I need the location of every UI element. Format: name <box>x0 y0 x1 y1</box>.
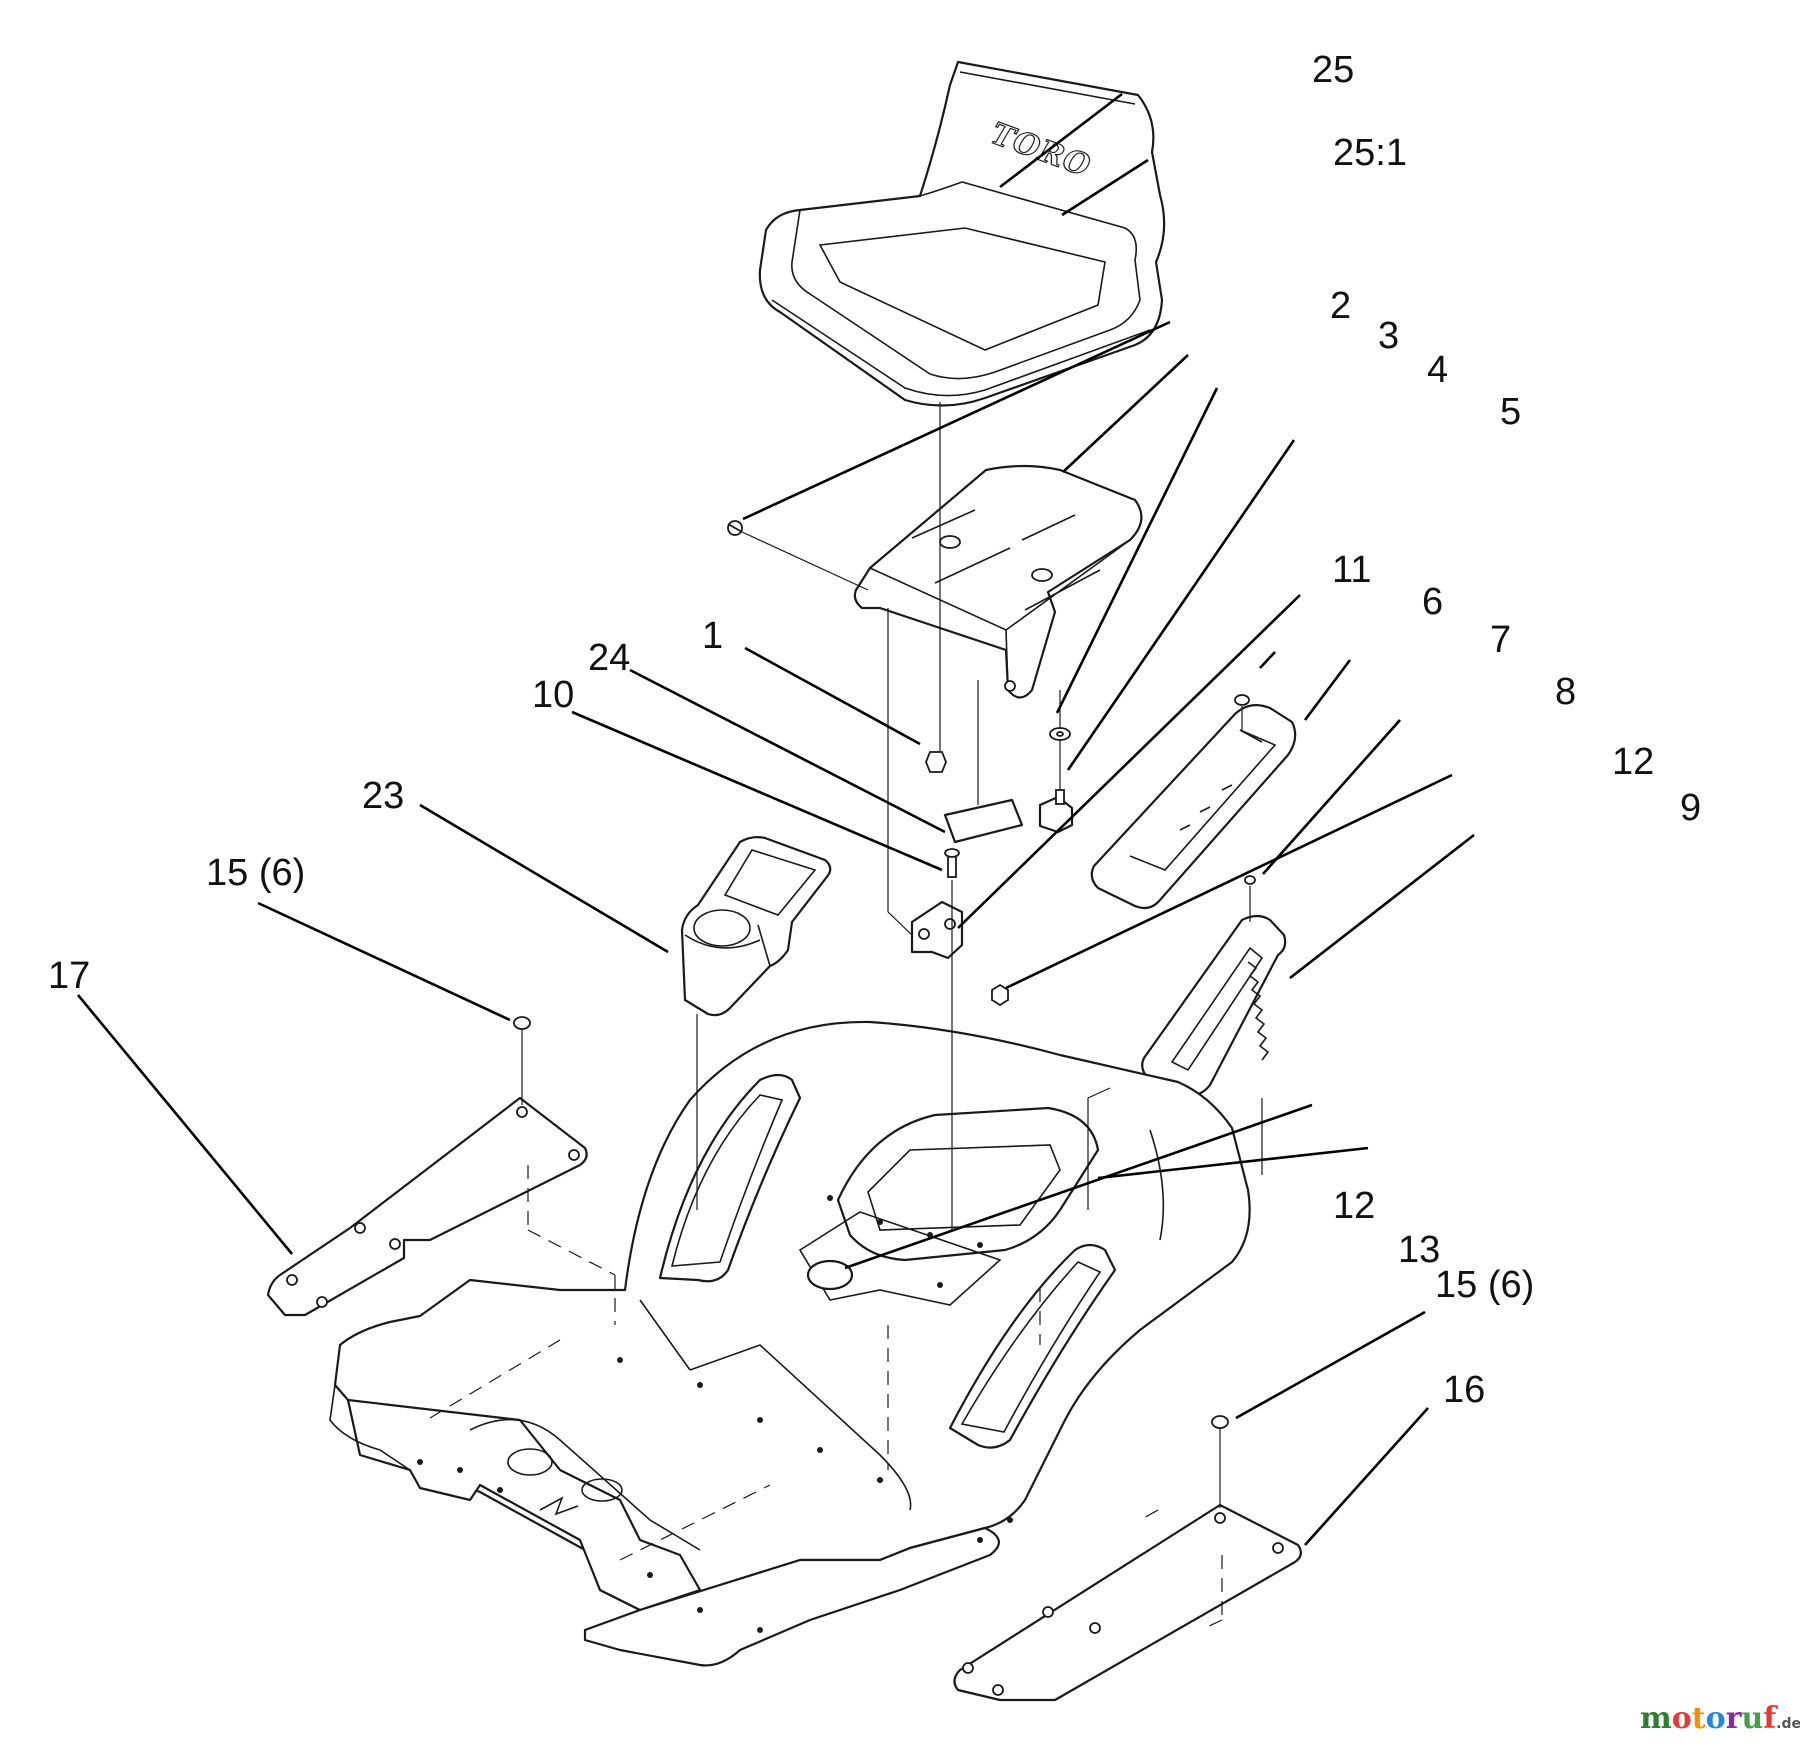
watermark: motoruf.de <box>1640 1701 1800 1736</box>
nut-12 <box>991 983 1009 1007</box>
plug-15-right <box>1211 1415 1229 1429</box>
watermark-letter: r <box>1726 1701 1743 1736</box>
watermark-letter: f <box>1763 1701 1778 1736</box>
watermark-tld: .de <box>1776 1716 1800 1732</box>
callout-4: 4 <box>1427 349 1448 391</box>
callout-15-left: 15 (6) <box>206 852 305 894</box>
callout-2: 2 <box>1330 285 1351 327</box>
watermark-letter: u <box>1741 1701 1763 1736</box>
cap-6 <box>1234 694 1250 706</box>
watermark-letter: o <box>1706 1701 1726 1736</box>
assembly-guides <box>429 402 1263 1629</box>
nut-8 <box>1244 875 1256 885</box>
decal-24 <box>943 798 1024 844</box>
callout-15-right: 15 (6) <box>1435 1264 1534 1306</box>
callout-25-1: 25:1 <box>1333 132 1407 174</box>
footrest-plate-right <box>953 1503 1302 1702</box>
callout-3: 3 <box>1378 315 1399 357</box>
callout-12-upper: 12 <box>1612 741 1654 783</box>
callout-13: 13 <box>1398 1229 1440 1271</box>
leader-lines <box>76 92 1475 1546</box>
watermark-letter: t <box>1692 1701 1706 1736</box>
bolt-10 <box>947 854 957 878</box>
callout-labels: 25 25:1 2 3 4 5 11 6 1 24 7 10 8 12 23 9… <box>48 49 1701 1411</box>
watermark-letter: m <box>1640 1701 1672 1736</box>
nut-1 <box>925 751 947 773</box>
callout-16: 16 <box>1443 1369 1485 1411</box>
callout-17: 17 <box>48 955 90 997</box>
watermark-logo: motoruf.de <box>1640 1701 1800 1736</box>
fender-body <box>329 1020 1251 1667</box>
cup-holder <box>680 836 832 1017</box>
seat-switch <box>1038 789 1074 834</box>
spring-bracket <box>1141 914 1287 1097</box>
callout-7: 7 <box>1490 619 1511 661</box>
adjuster-plate <box>1090 703 1297 910</box>
watermark-letter: o <box>1672 1701 1692 1736</box>
callout-8: 8 <box>1555 671 1576 713</box>
callout-12-lower: 12 <box>1333 1185 1375 1227</box>
callout-9: 9 <box>1680 787 1701 829</box>
callout-23: 23 <box>362 775 404 817</box>
callout-1: 1 <box>702 615 723 657</box>
footrest-plate-left <box>266 1096 588 1317</box>
callout-11: 11 <box>1332 549 1371 591</box>
seat-pan <box>853 464 1143 699</box>
callout-24: 24 <box>588 637 630 679</box>
callout-10: 10 <box>532 674 574 716</box>
plug-15-left <box>513 1016 531 1030</box>
callout-6: 6 <box>1422 581 1443 623</box>
callout-5: 5 <box>1500 391 1521 433</box>
seat-hinge-bracket <box>910 900 964 960</box>
callout-25: 25 <box>1312 49 1354 91</box>
